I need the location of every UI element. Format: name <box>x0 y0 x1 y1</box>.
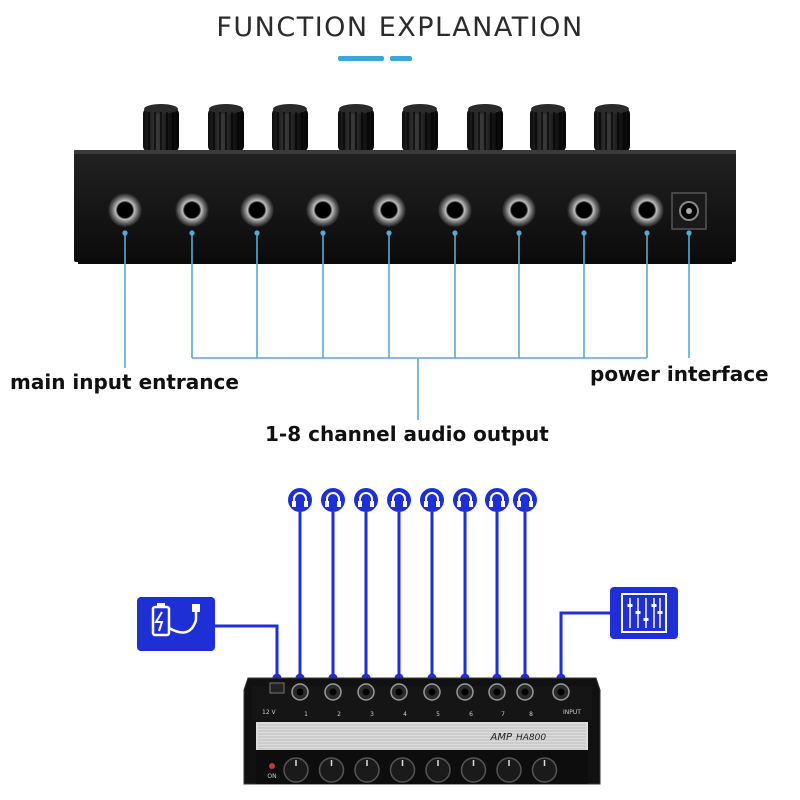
main-input-jack <box>108 193 142 227</box>
channel-number: 3 <box>370 711 374 718</box>
channel-number: 8 <box>529 711 533 718</box>
channel-number: 2 <box>337 711 341 718</box>
device-volume-knob <box>531 757 558 783</box>
battery-plug-icon <box>137 597 215 651</box>
device-volume-knob <box>283 757 309 783</box>
device-volume-knob <box>389 757 416 783</box>
audio-output-jack <box>567 193 601 227</box>
device-volume-knob <box>496 757 522 783</box>
callout-dot <box>516 230 522 236</box>
volume-knob <box>272 104 308 152</box>
volume-knob <box>143 104 179 152</box>
device-output-jack <box>423 683 441 701</box>
device-output-jack <box>291 683 309 701</box>
device-input-jack <box>552 683 570 701</box>
headphone-icon <box>420 488 444 512</box>
device-output-jack <box>516 683 534 701</box>
headphone-icon <box>485 488 509 512</box>
audio-output-jack <box>502 193 536 227</box>
model-label: HA800 <box>516 733 546 743</box>
brand-label: AMP <box>490 732 513 743</box>
audio-output-jack <box>175 193 209 227</box>
channel-number: 7 <box>501 711 505 718</box>
audio-output-label: 1-8 channel audio output <box>265 422 549 446</box>
callout-dot <box>686 230 692 236</box>
ha800-device: 1 2 3 4 5 6 7 8 <box>243 677 601 785</box>
title-accent-bar-right <box>390 56 412 61</box>
callout-dot <box>386 230 392 236</box>
callout-dot <box>644 230 650 236</box>
headphone-icon <box>387 488 411 512</box>
device-output-jack <box>357 683 375 701</box>
headphone-icon <box>354 488 378 512</box>
headphone-icon <box>288 488 312 512</box>
audio-output-jack <box>630 193 664 227</box>
volume-knob <box>208 104 244 152</box>
audio-output-jack <box>372 193 406 227</box>
page-title: FUNCTION EXPLANATION <box>216 12 584 43</box>
device-volume-knob <box>354 757 380 783</box>
device-volume-knob <box>460 757 487 783</box>
device-output-jack <box>390 683 408 701</box>
volume-knob <box>402 104 438 152</box>
headphone-icon <box>453 488 477 512</box>
main-input-label: main input entrance <box>10 370 239 394</box>
callout-dot <box>320 230 326 236</box>
voltage-label: 12 V <box>262 709 277 716</box>
volume-knob <box>530 104 566 152</box>
power-switch-label: ON <box>267 773 276 780</box>
device-output-jack <box>324 683 342 701</box>
callout-dot <box>122 230 128 236</box>
power-interface-label: power interface <box>590 362 769 386</box>
input-label: INPUT <box>563 709 581 716</box>
title-accent-bar-left <box>338 56 384 61</box>
device-volume-knob <box>425 757 451 783</box>
volume-knob <box>467 104 503 152</box>
headphone-icon <box>513 488 537 512</box>
input-wire <box>559 611 610 678</box>
channel-number: 5 <box>436 711 440 718</box>
audio-output-jack <box>438 193 472 227</box>
callout-dot <box>254 230 260 236</box>
callout-dot <box>581 230 587 236</box>
channel-number: 1 <box>304 711 308 718</box>
headphone-icon <box>321 488 345 512</box>
volume-knob <box>338 104 374 152</box>
audio-output-jack <box>240 193 274 227</box>
device-output-jack <box>456 683 474 701</box>
callout-dot <box>189 230 195 236</box>
device-output-jack <box>488 683 506 701</box>
audio-output-jack <box>306 193 340 227</box>
mixer-icon <box>610 587 678 639</box>
power-wire <box>215 624 279 678</box>
channel-number: 4 <box>403 711 407 718</box>
device-volume-knob <box>318 757 345 783</box>
callout-dot <box>452 230 458 236</box>
volume-knob <box>594 104 630 152</box>
channel-number: 6 <box>469 711 473 718</box>
